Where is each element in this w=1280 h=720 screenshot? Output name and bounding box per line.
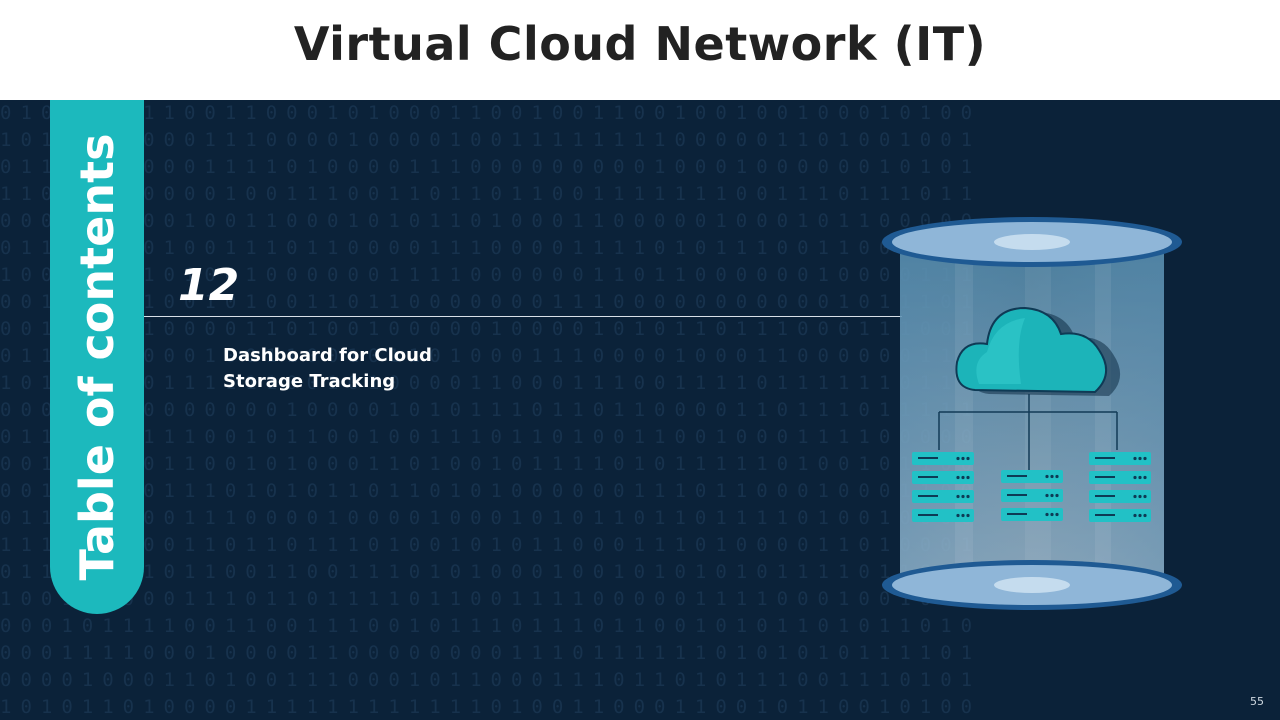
section-title: Dashboard for Cloud Storage Tracking bbox=[223, 345, 432, 392]
cloud-storage-illustration bbox=[875, 212, 1195, 626]
toc-tab bbox=[50, 100, 144, 614]
page-number: 55 bbox=[1250, 695, 1264, 708]
toc-label: Table of contents bbox=[70, 133, 124, 581]
section-number: 12 bbox=[178, 260, 240, 311]
section-divider-line bbox=[144, 316, 902, 317]
binary-background-pattern: 0100010110011000101000110010011001001001… bbox=[0, 102, 982, 718]
server-rack-icon bbox=[912, 452, 1151, 522]
cloud-storage-cylinder bbox=[882, 217, 1182, 610]
cloud-icon bbox=[955, 306, 1121, 396]
network-tree-icon bbox=[938, 394, 1118, 470]
slide-title: Virtual Cloud Network (IT) bbox=[293, 17, 987, 71]
bottom-disc bbox=[882, 560, 1182, 610]
slide-header: Virtual Cloud Network (IT) bbox=[0, 0, 1280, 100]
top-disc bbox=[882, 217, 1182, 267]
content-panel: 0100010110011000101000110010011001001001… bbox=[0, 100, 1280, 720]
